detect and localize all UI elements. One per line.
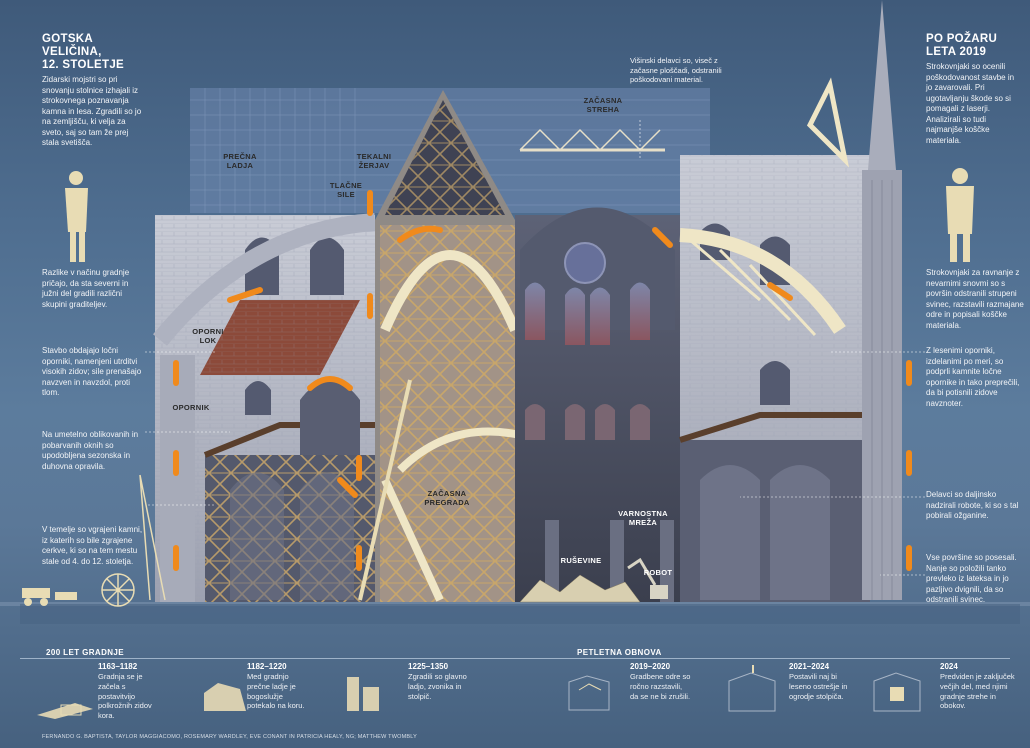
left-header-title-2: 12. STOLETJE xyxy=(42,59,124,71)
force-indicators xyxy=(173,190,912,571)
timeline-item-1-text: Gradnja se je začela s postavitvijo polk… xyxy=(98,672,152,721)
right-header-title-1: PO POŽARU xyxy=(926,33,998,45)
leader-lines xyxy=(145,120,925,576)
treadwheel-crane xyxy=(101,474,166,607)
timeline-item-4-text: Gradbene odre so ročno razstavili, da se… xyxy=(630,672,691,701)
timeline-item-5-years: 2021–2024 xyxy=(789,662,830,671)
left-arch-1 xyxy=(230,472,284,600)
timeline-item-3-text: Zgradili so glavno ladjo, zvonika in sto… xyxy=(408,672,467,701)
wooden-support-bracing xyxy=(689,238,817,337)
right-arch-1 xyxy=(700,465,760,600)
clerestory-windows xyxy=(525,282,650,345)
timeline-right-heading: PETLETNA OBNOVA xyxy=(577,648,662,657)
timeline-item-1-years: 1163–1182 xyxy=(98,662,138,671)
label-zacasna-streha: ZAČASNA STREHA xyxy=(583,96,623,114)
temp-partition-leg xyxy=(381,478,444,602)
timeline-item-3-years: 1225–1350 xyxy=(408,662,449,671)
nave-columns xyxy=(545,520,674,602)
thumb-2019-icon xyxy=(568,675,610,711)
label-tlacne-sile: TLAČNE SILE xyxy=(329,181,363,199)
window-right-3 xyxy=(760,361,790,405)
thumb-1182-icon xyxy=(204,683,246,711)
timeline-item-4-years: 2019–2020 xyxy=(630,662,671,671)
timeline-divider xyxy=(20,658,1010,659)
right-header: PO POŽARU LETA 2019 Strokovnjaki so ocen… xyxy=(926,33,1022,146)
timeline-item-5-text: Postavili naj bi leseno ostrešje in ogro… xyxy=(789,672,848,701)
right-note-1: Strokovnjaki za ravnanje z nevarnimi sno… xyxy=(926,268,1024,330)
triforium-arches xyxy=(525,404,650,440)
right-header-text: Strokovnjaki so ocenili poškodovanost st… xyxy=(926,62,1015,145)
label-tekalni-zerjav: TEKALNI ŽERJAV xyxy=(356,152,392,170)
thumb-1163-icon xyxy=(37,703,93,719)
buttress-pier-left xyxy=(160,355,195,602)
left-note-2: Stavbo obdajajo ločni oporniki, namenjen… xyxy=(42,346,142,397)
robot-figure xyxy=(627,557,668,599)
thumb-1225-icon xyxy=(347,677,379,711)
right-arch-2 xyxy=(770,465,830,600)
timeline-item-4: 2019–2020 Gradbene odre so ročno razstav… xyxy=(630,662,692,701)
left-header: GOTSKA VELIČINA, 12. STOLETJE Zidarski m… xyxy=(42,33,142,149)
right-note-3: Delavci so daljinsko nadzirali robote, k… xyxy=(926,490,1019,520)
right-aisle-floor-beam xyxy=(679,412,870,443)
left-header-title-1: GOTSKA VELIČINA, xyxy=(42,33,102,58)
crane-frame xyxy=(806,77,850,168)
thumb-2024-icon xyxy=(873,672,921,712)
rose-window xyxy=(564,242,606,284)
roof-frame-timber xyxy=(385,100,505,215)
label-opornik: OPORNIK xyxy=(172,403,210,412)
left-note-4: V temelje so vgrajeni kamni, iz katerih … xyxy=(42,525,143,566)
vault-rib-left xyxy=(380,250,520,332)
left-note-3: Na umetelno oblikovanih in pobarvanih ok… xyxy=(42,430,139,471)
timeline-item-2-years: 1182–1220 xyxy=(247,662,287,671)
left-header-text: Zidarski mojstri so pri snovanju stolnic… xyxy=(42,75,142,147)
ox-cart xyxy=(22,588,77,606)
credit-line: FERNANDO G. BAPTISTA, TAYLOR MAGGIACOMO,… xyxy=(42,734,417,740)
timeline-item-2-text: Med gradnjo prečne ladje je bogoslužje p… xyxy=(247,672,305,711)
window-left-3 xyxy=(245,381,271,415)
ground-band xyxy=(20,604,1020,624)
timeline-item-3: 1225–1350 Zgradili so glavno ladjo, zvon… xyxy=(408,662,468,701)
right-header-title-2: LETA 2019 xyxy=(926,46,987,58)
ladder xyxy=(358,379,412,601)
timeline-item-6: 2024 Predviden je zaključek večjih del, … xyxy=(940,662,1016,711)
force-arcs xyxy=(227,225,793,498)
top-note: Višinski delavci so, viseč z začasne plo… xyxy=(630,56,722,84)
label-zacasna-pregrada: ZAČASNA PREGRADA xyxy=(424,489,470,507)
spire xyxy=(868,0,896,170)
timeline-item-5: 2021–2024 Postavili naj bi leseno ostreš… xyxy=(789,662,855,701)
timeline-item-2: 1182–1220 Med gradnjo prečne ladje je bo… xyxy=(247,662,309,711)
label-rusevine: RUŠEVINE xyxy=(560,556,602,565)
nave-scaffold xyxy=(380,225,515,602)
right-note-2: Z lesenimi oporniki, izdelanimi po meri,… xyxy=(926,346,1020,408)
timeline-item-1: 1163–1182 Gradnja se je začela s postavi… xyxy=(98,662,160,721)
flying-buttress-left xyxy=(153,213,376,346)
label-oporni-lok: OPORNI LOK xyxy=(192,327,224,345)
left-arch-2 xyxy=(300,472,354,600)
timeline-item-6-years: 2024 xyxy=(940,662,958,671)
timeline-left-heading: 200 LET GRADNJE xyxy=(46,648,125,657)
label-robot: ROBOT xyxy=(643,568,673,577)
wooden-buttress-support xyxy=(679,228,846,334)
temp-roof-truss xyxy=(519,128,661,152)
aisle-roof-tiles xyxy=(200,300,360,375)
debris-pile xyxy=(519,574,641,603)
thumb-2021-icon xyxy=(728,665,776,712)
window-left-2 xyxy=(310,237,344,295)
spire-ribs xyxy=(871,180,893,600)
left-note-1: Razlike v načinu gradnje pričajo, da sta… xyxy=(42,268,130,309)
label-varnostna-mreza: VARNOSTNA MREŽA xyxy=(618,509,668,527)
timeline-item-6-text: Predviden je zaključek večjih del, med n… xyxy=(940,672,1015,711)
worker-hazmat xyxy=(946,168,974,262)
gallery-arch-left xyxy=(300,380,360,455)
label-precna-ladja: PREČNA LADJA xyxy=(223,152,257,170)
worker-medieval xyxy=(65,171,88,262)
right-note-4: Vse površine so posesali. Nanje so polož… xyxy=(926,553,1017,604)
temp-partition-arc xyxy=(397,427,521,473)
